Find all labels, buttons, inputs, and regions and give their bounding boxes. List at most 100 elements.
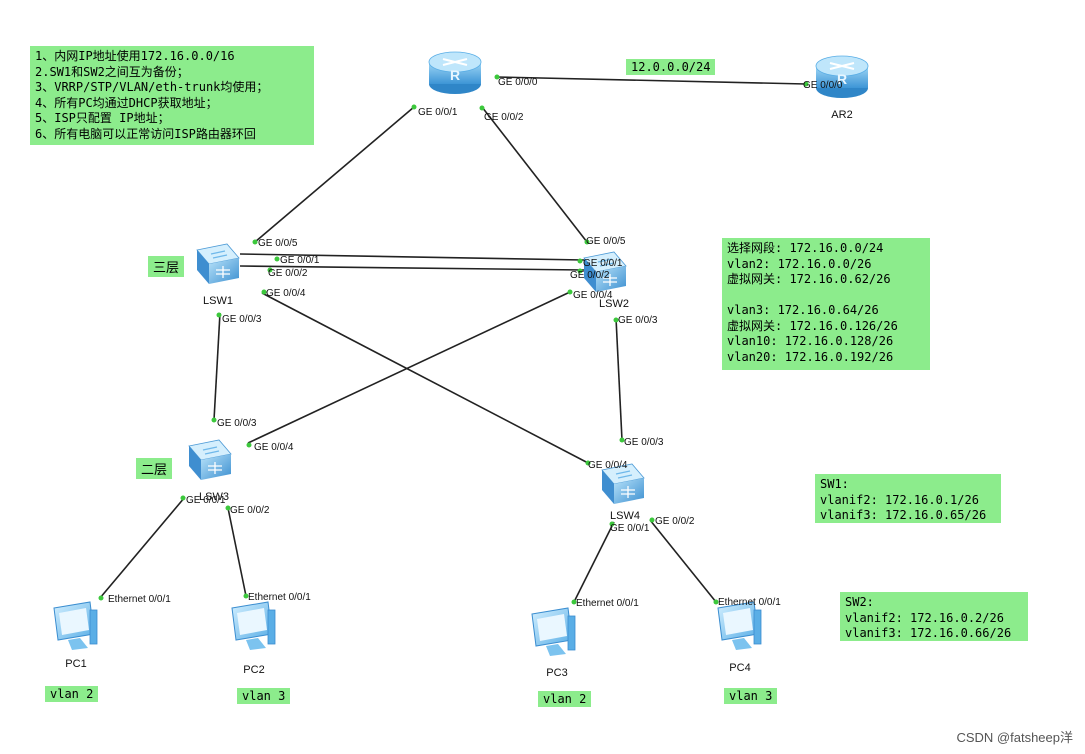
link-lsw4-pc3 (573, 521, 615, 603)
note-line: 5、ISP只配置 IP地址； (35, 111, 170, 125)
vlan-tag-pc1: vlan 2 (45, 686, 99, 702)
layer3-tag: 三层 (148, 256, 185, 277)
pc-3[interactable] (531, 607, 576, 657)
note-line: vlanif2: 172.16.0.2/26 (845, 610, 1004, 625)
link-lsw4-pc4 (649, 519, 717, 603)
switch-lsw3[interactable] (188, 439, 232, 481)
port-label: GE 0/0/2 (268, 268, 308, 279)
router-ar2[interactable] (815, 55, 869, 99)
note-line: 虚拟网关: 172.16.0.62/26 (727, 272, 891, 286)
link-lsw1-lsw4 (261, 292, 591, 465)
port-label: GE 0/0/2 (484, 112, 524, 123)
note-line: 4、所有PC均通过DHCP获取地址； (35, 95, 218, 110)
note-line: 3、VRRP/STP/VLAN/eth-trunk均使用； (35, 80, 269, 94)
port-label: Ethernet 0/0/1 (576, 598, 639, 609)
device-name-pc4: PC4 (729, 662, 750, 674)
pc-2[interactable] (231, 601, 276, 651)
port-label: GE 0/0/0 (498, 77, 538, 88)
device-name-lsw3: LSW3 (199, 491, 229, 503)
port-label: GE 0/0/2 (230, 505, 270, 516)
port-label: GE 0/0/0 (803, 80, 843, 91)
pc-1[interactable] (53, 601, 98, 651)
port-label: GE 0/0/2 (570, 270, 610, 281)
device-name-pc1: PC1 (65, 658, 86, 670)
link-lsw1-lsw2-trunk2 (239, 265, 585, 271)
device-name-lsw2: LSW2 (599, 298, 629, 310)
port-label: GE 0/0/1 (186, 495, 226, 506)
note-line: vlanif3: 172.16.0.66/26 (845, 626, 1012, 640)
link-ar1-ar2 (496, 76, 807, 85)
note-line: 虚拟网关: 172.16.0.126/26 (727, 318, 898, 333)
link-lsw2-lsw3 (247, 291, 571, 444)
note-line: 6、所有电脑可以正常访问ISP路由器环回 (35, 126, 256, 141)
switch-icon (196, 243, 240, 285)
device-name-ar2: AR2 (831, 109, 852, 121)
link-lsw2-lsw4 (615, 317, 623, 441)
port-label: Ethernet 0/0/1 (108, 594, 171, 605)
port-label: GE 0/0/1 (418, 107, 458, 118)
port-label: GE 0/0/3 (222, 314, 262, 325)
router-ar1[interactable] (428, 51, 482, 95)
note-line: vlan3: 172.16.0.64/26 (727, 303, 879, 317)
vlan-tag-pc2: vlan 3 (237, 688, 291, 704)
note-line: SW1: (820, 477, 849, 491)
port-label: GE 0/0/1 (610, 523, 650, 534)
pc-icon (53, 601, 98, 651)
pc-4[interactable] (717, 601, 762, 651)
switch-lsw1[interactable] (196, 243, 240, 285)
port-label: GE 0/0/4 (588, 460, 628, 471)
note-line (727, 288, 925, 304)
device-name-lsw4: LSW4 (610, 510, 640, 522)
pc-icon (231, 601, 276, 651)
port-label: GE 0/0/1 (280, 255, 320, 266)
switch-icon (188, 439, 232, 481)
note-line: vlan20: 172.16.0.192/26 (727, 349, 894, 364)
link-ar1-lsw2 (481, 106, 588, 243)
pc-icon (531, 607, 576, 657)
pc-icon (717, 601, 762, 651)
note-line: 2.SW1和SW2之间互为备份； (35, 64, 189, 79)
port-label: GE 0/0/1 (583, 258, 623, 269)
port-label: GE 0/0/5 (258, 238, 298, 249)
vlan-tag-pc3: vlan 2 (538, 691, 592, 707)
layer2-tag: 二层 (136, 458, 173, 479)
port-labels: GE 0/0/0 GE 0/0/0 GE 0/0/1 GE 0/0/2 GE 0… (108, 77, 843, 609)
port-label: GE 0/0/2 (655, 516, 695, 527)
link-lsw1-lsw2-trunk1 (239, 253, 585, 261)
note-line: vlanif2: 172.16.0.1/26 (820, 492, 979, 507)
port-label: GE 0/0/5 (586, 236, 626, 247)
port-label: GE 0/0/3 (217, 418, 257, 429)
link-lsw3-pc2 (227, 507, 247, 597)
port-label: GE 0/0/4 (254, 442, 294, 453)
router-icon (815, 55, 869, 99)
port-label: GE 0/0/3 (618, 315, 658, 326)
vlan-tag-pc4: vlan 3 (724, 688, 778, 704)
port-label: Ethernet 0/0/1 (718, 597, 781, 608)
wan-subnet-label: 12.0.0.0/24 (626, 59, 716, 75)
note-line: SW2: (845, 595, 874, 609)
note-line: vlan10: 172.16.0.128/26 (727, 334, 894, 348)
link-ar1-lsw1 (254, 106, 415, 243)
port-label: Ethernet 0/0/1 (248, 592, 311, 603)
port-label: GE 0/0/4 (573, 290, 613, 301)
link-lsw3-pc1 (99, 496, 186, 599)
port-label: GE 0/0/3 (624, 437, 664, 448)
note-line: 1、内网IP地址使用172.16.0.0/16 (35, 49, 235, 63)
device-name-lsw1: LSW1 (203, 295, 233, 307)
device-name-pc3: PC3 (546, 667, 567, 679)
note-line: vlan2: 172.16.0.0/26 (727, 256, 872, 271)
watermark: CSDN @fatsheep洋 (956, 730, 1073, 745)
note-line: vlanif3: 172.16.0.65/26 (820, 508, 987, 522)
port-dots (98, 74, 809, 605)
router-icon (428, 51, 482, 95)
device-name-pc2: PC2 (243, 664, 264, 676)
link-lsw1-lsw3 (213, 312, 221, 421)
links (99, 76, 807, 603)
port-label: GE 0/0/4 (266, 288, 306, 299)
note-line: 选择网段: 172.16.0.0/24 (727, 241, 884, 255)
